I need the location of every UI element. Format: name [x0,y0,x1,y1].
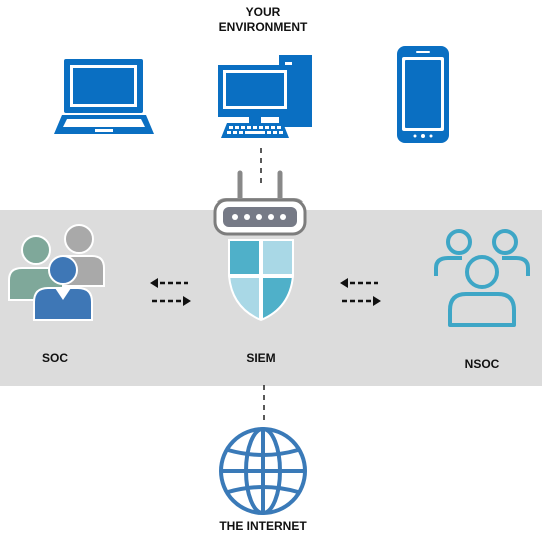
internet-label: THE INTERNET [219,519,307,533]
laptop-icon [54,59,154,134]
nsoc-label: NSOC [464,357,500,371]
title-line-2: ENVIRONMENT [218,20,308,34]
soc-label: SOC [41,351,68,365]
siem-nsoc-arrows [340,278,381,306]
internet-connector-line [263,385,265,425]
soc-team-icon [8,224,105,321]
environment-title: YOUR ENVIRONMENT [190,5,336,35]
desktop-computer-icon [218,55,312,138]
router-icon [213,170,307,236]
shield-icon [228,239,294,322]
siem-label: SIEM [246,351,276,365]
nsoc-team-icon [434,229,530,327]
globe-icon [219,427,307,515]
soc-siem-arrows [150,278,191,306]
smartphone-icon [397,46,449,143]
title-line-1: YOUR [245,5,281,19]
environment-connector-line [260,148,262,186]
